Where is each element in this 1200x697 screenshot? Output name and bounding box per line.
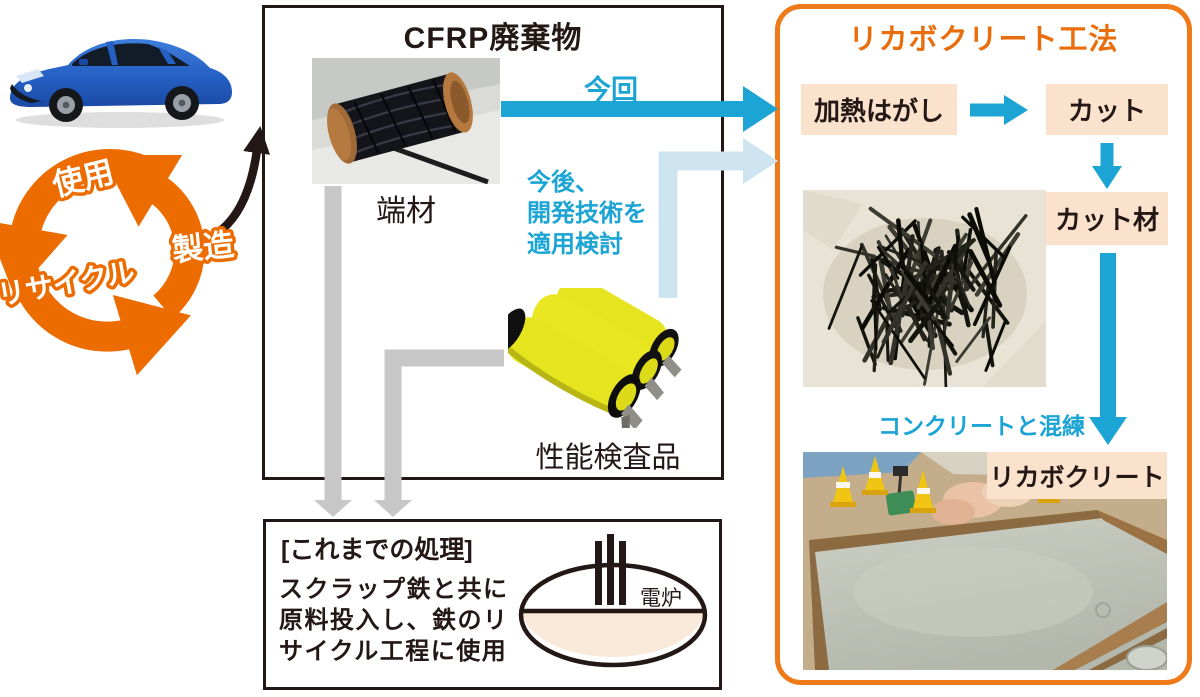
cycle-use-label: 使用: [48, 154, 118, 203]
step-cut-material: カット材: [1046, 192, 1168, 245]
result-label-box: リカボクリート: [987, 452, 1167, 499]
result-label: リカボクリート: [989, 463, 1165, 492]
step-cut-material-label: カット材: [1054, 205, 1159, 235]
car-photo: [10, 39, 232, 128]
now-arrow-label: 今回: [584, 75, 638, 105]
scrap-photo: [312, 58, 500, 184]
step-heat-peel: 加熱はがし: [801, 84, 957, 135]
inspection-label: 性能検査品: [535, 442, 681, 474]
legacy-heading: [これまでの処理]: [281, 536, 473, 564]
furnace-label: 電炉: [640, 587, 682, 610]
cycle-manufacture-label: 製造: [170, 227, 235, 268]
cfrp-box-title: CFRP廃棄物: [403, 22, 583, 55]
to-cfrp-arrow-icon: [213, 126, 271, 238]
legacy-body-text: スクラップ鉄と共に 原料投入し、鉄のリ サイクル工程に使用: [279, 576, 509, 665]
recycle-cycle-icon: 使用 製造 リサイクル: [0, 126, 271, 376]
step-heat-peel-label: 加熱はがし: [813, 96, 944, 126]
cut-fiber-photo: [803, 190, 1046, 387]
mixing-label: コンクリートと混練: [878, 413, 1085, 439]
inspection-rolls-photo: [508, 288, 682, 428]
step-cut: カット: [1046, 84, 1168, 135]
cycle-recycle-label: リサイクル: [0, 256, 137, 311]
step-cut-label: カット: [1067, 96, 1146, 126]
concrete-photo: [803, 452, 1167, 670]
scrap-label: 端材: [376, 195, 436, 228]
furnace-icon: 電炉: [518, 534, 708, 668]
ricabo-box-title: リカボクリート工法: [848, 24, 1119, 56]
future-arrow-label: 今後、 開発技術を 適用検討: [527, 169, 647, 258]
